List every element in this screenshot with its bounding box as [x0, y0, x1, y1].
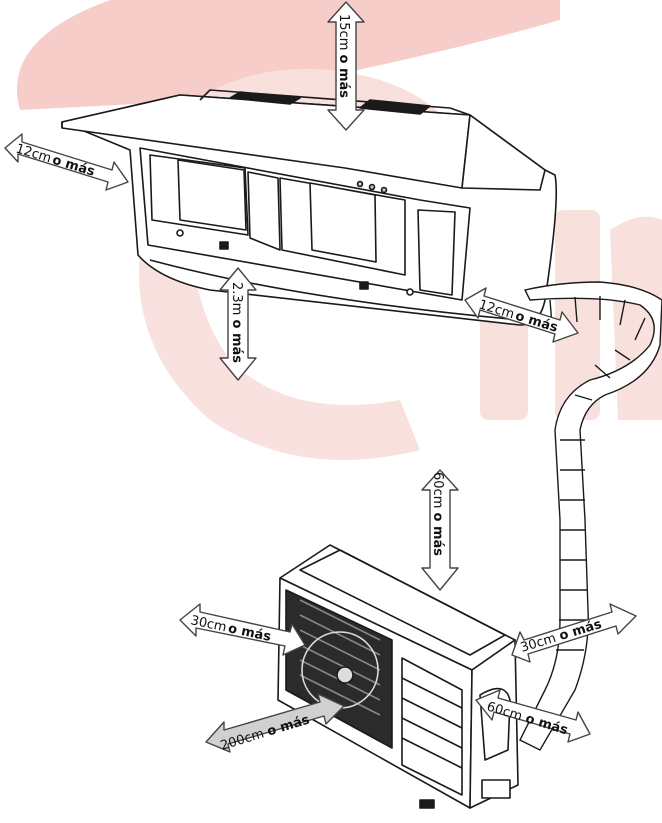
floor-height-arrow	[219, 267, 257, 381]
outdoor-back-arrow	[475, 689, 591, 743]
floor-height-label: 2.3m o más	[229, 282, 244, 363]
outdoor-top-arrow	[421, 469, 459, 591]
outdoor-front-arrow	[205, 693, 345, 753]
top-clearance-label: 15cm o más	[336, 14, 351, 98]
outdoor-left-arrow	[179, 603, 306, 656]
indoor-unit-icon	[61, 89, 558, 326]
outdoor-right-arrow	[511, 603, 637, 663]
outdoor-unit-icon	[277, 544, 519, 809]
left-clearance-arrow	[4, 133, 129, 191]
outdoor-top-label: 60cm o más	[430, 472, 445, 556]
right-clearance-arrow	[464, 287, 579, 343]
top-clearance-arrow	[327, 1, 365, 131]
outdoor-left-label: 30cmo más	[189, 613, 272, 645]
refrigerant-pipe-icon	[519, 281, 662, 751]
